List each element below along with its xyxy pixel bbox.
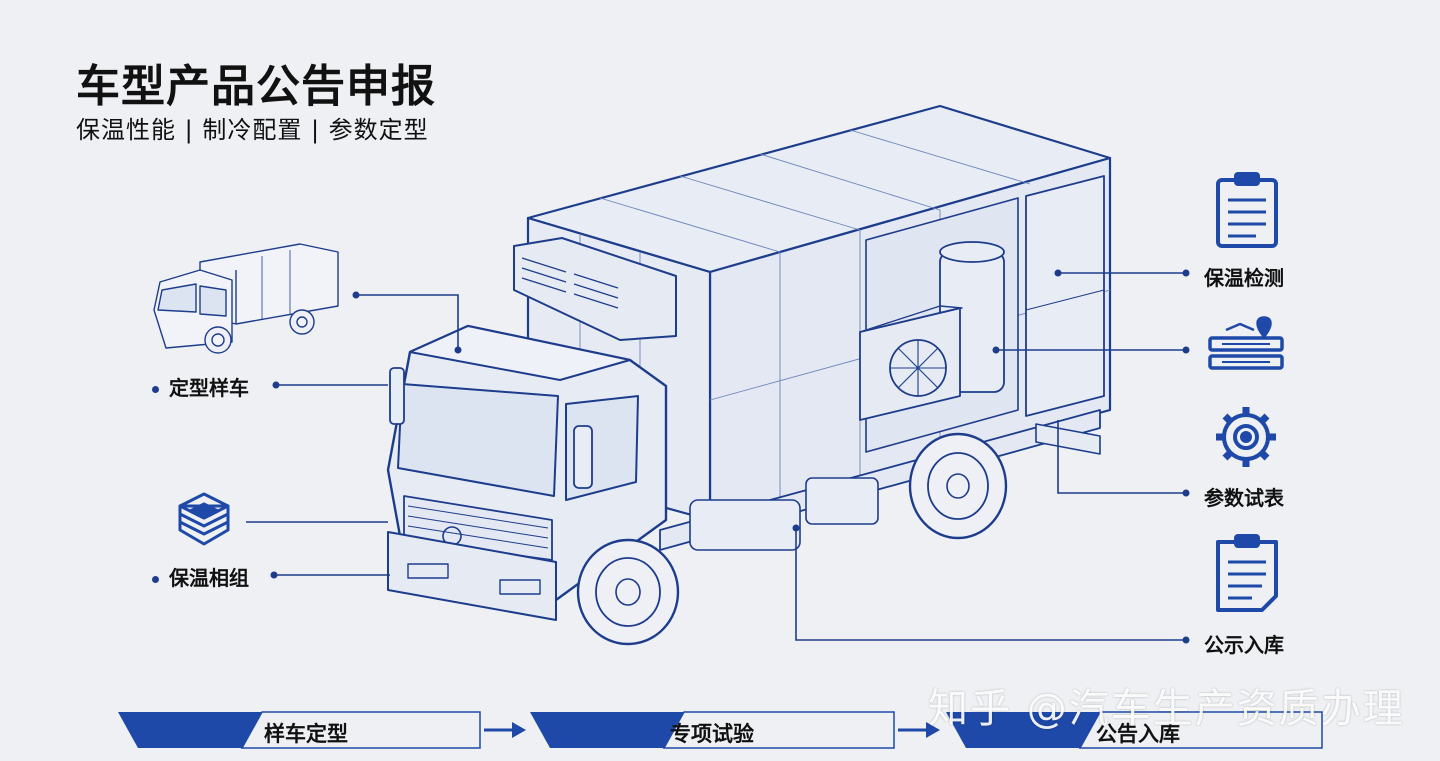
layers-pin-icon <box>1208 316 1284 370</box>
callout-leaders <box>246 272 1186 641</box>
process-flow <box>118 711 1323 749</box>
reefer-truck-illustration <box>386 104 1112 646</box>
label-insulation-test: 保温检测 <box>1204 266 1284 290</box>
flow-step-1: 样车定型 <box>264 722 348 746</box>
label-publication-archive: 公示入库 <box>1204 633 1284 657</box>
clipboard-icon <box>1216 172 1278 248</box>
leader-dots <box>270 269 1190 644</box>
label-prototype-vehicle: 定型样车 <box>152 372 249 401</box>
flow-step-3: 公告入库 <box>1096 722 1180 746</box>
document-icon <box>1216 534 1278 612</box>
label-insulation-group: 保温相组 <box>152 562 249 591</box>
gear-icon <box>1216 407 1276 467</box>
page-title: 车型产品公告申报 <box>76 61 436 112</box>
flow-step-2: 专项试验 <box>670 722 754 746</box>
watermark: 知乎 @汽车生产资质办理 <box>928 686 1405 732</box>
page-subtitle: 保温性能 | 制冷配置 | 参数定型 <box>76 116 429 144</box>
small-truck-sketch <box>153 243 339 354</box>
label-parameter-table: 参数试表 <box>1204 486 1284 510</box>
cube-icon <box>178 492 230 546</box>
